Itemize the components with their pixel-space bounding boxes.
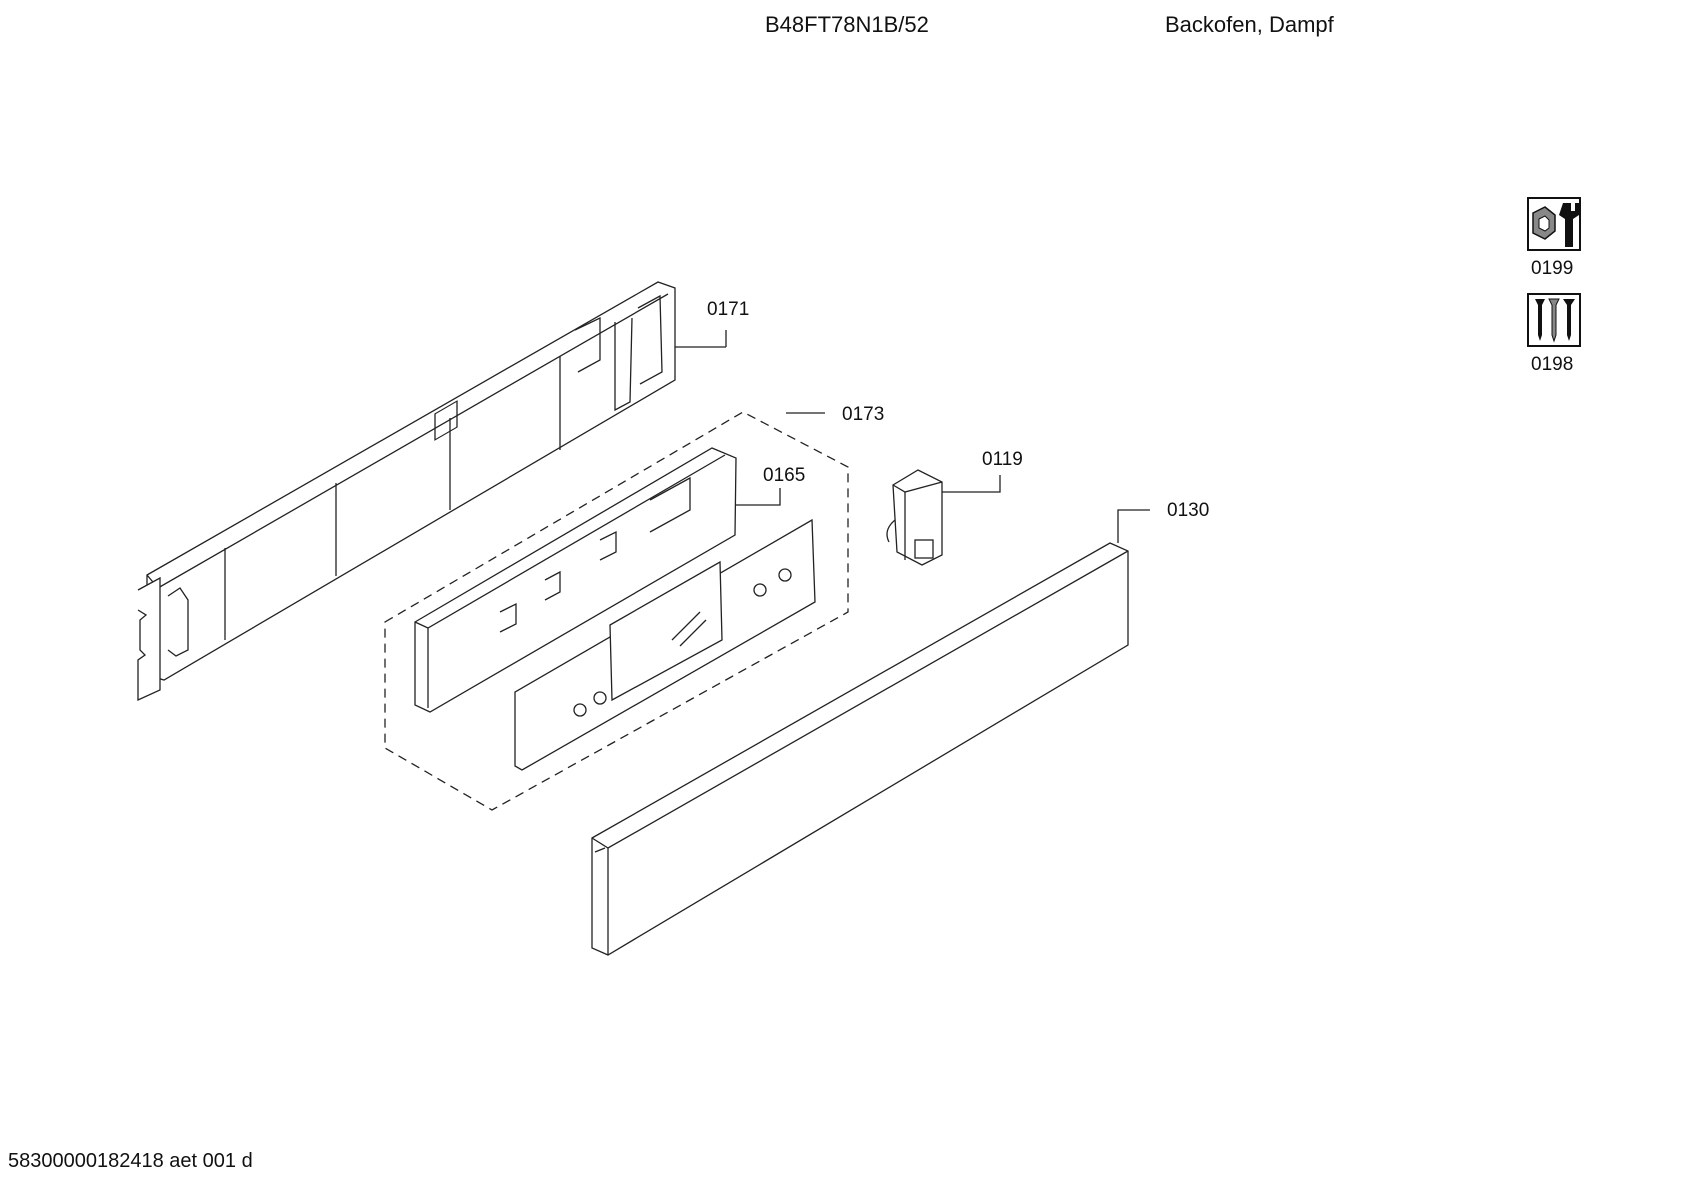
part-label-0171[interactable]: 0171 — [707, 299, 750, 320]
part-label-0130[interactable]: 0130 — [1167, 500, 1210, 521]
part-control-board[interactable] — [514, 518, 816, 771]
model-number: B48FT78N1B/52 — [765, 12, 929, 37]
icon-label-0199: 0199 — [1531, 258, 1574, 279]
leader-0165 — [736, 488, 781, 506]
part-0171-frame[interactable] — [137, 281, 676, 702]
leader-0130 — [1117, 509, 1150, 543]
part-0119-module[interactable] — [886, 469, 943, 566]
part-label-0165[interactable]: 0165 — [763, 465, 806, 486]
part-label-0119[interactable]: 0119 — [982, 449, 1023, 470]
appliance-description: Backofen, Dampf — [1165, 12, 1334, 37]
leader-0119 — [942, 475, 1001, 493]
document-id: 58300000182418 aet 001 d — [8, 1150, 253, 1172]
wrench-nut-icon[interactable] — [1527, 197, 1581, 251]
icon-label-0198: 0198 — [1531, 354, 1574, 375]
screws-icon[interactable] — [1527, 293, 1581, 347]
part-0165-control-housing[interactable] — [414, 400, 737, 713]
part-0130-front-panel[interactable] — [591, 542, 1129, 956]
assembly-0173-outline — [384, 411, 849, 811]
part-label-0173[interactable]: 0173 — [842, 404, 885, 425]
